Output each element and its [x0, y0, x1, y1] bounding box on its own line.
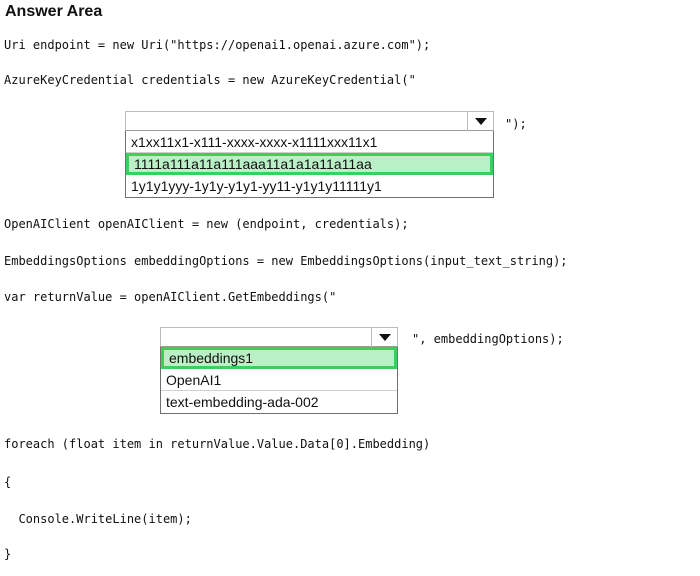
- chevron-down-icon: [378, 333, 391, 341]
- deployment-option-1[interactable]: embeddings1: [161, 347, 397, 369]
- deployment-dropdown-toggle[interactable]: [371, 327, 397, 347]
- code-line-credential: AzureKeyCredential credentials = new Azu…: [4, 73, 416, 87]
- code-line-options: EmbeddingsOptions embeddingOptions = new…: [4, 254, 568, 268]
- code-line-foreach: foreach (float item in returnValue.Value…: [4, 437, 431, 451]
- code-line-writeline: Console.WriteLine(item);: [4, 512, 192, 526]
- deployment-dropdown-options: embeddings1 OpenAI1 text-embedding-ada-0…: [160, 347, 398, 414]
- answer-area-heading: Answer Area: [5, 3, 103, 20]
- key-dropdown-header[interactable]: [125, 111, 494, 131]
- code-line-open-brace: {: [4, 475, 12, 489]
- deployment-dropdown[interactable]: embeddings1 OpenAI1 text-embedding-ada-0…: [160, 327, 398, 414]
- key-dropdown[interactable]: x1xx11x1-x111-xxxx-xxxx-x1111xxx11x1 111…: [125, 111, 494, 198]
- code-line-uri: Uri endpoint = new Uri("https://openai1.…: [4, 38, 431, 52]
- code-line-getembeddings: var returnValue = openAIClient.GetEmbedd…: [4, 290, 337, 304]
- code-line-close-brace: }: [4, 547, 12, 561]
- deployment-option-2[interactable]: OpenAI1: [161, 369, 397, 391]
- key-option-3[interactable]: 1y1y1yyy-1y1y-y1y1-yy11-y1y1y11111y1: [131, 178, 382, 194]
- deployment-dropdown-trailing-text: ", embeddingOptions);: [412, 332, 564, 346]
- key-dropdown-trailing-text: ");: [505, 117, 527, 131]
- key-dropdown-options: x1xx11x1-x111-xxxx-xxxx-x1111xxx11x1 111…: [125, 131, 494, 198]
- deployment-option-3[interactable]: text-embedding-ada-002: [166, 394, 319, 410]
- key-option-1[interactable]: x1xx11x1-x111-xxxx-xxxx-x1111xxx11x1: [126, 131, 493, 153]
- code-line-client: OpenAIClient openAIClient = new (endpoin…: [4, 217, 409, 231]
- chevron-down-icon: [474, 117, 487, 125]
- deployment-dropdown-header[interactable]: [160, 327, 398, 347]
- key-dropdown-toggle[interactable]: [467, 111, 493, 131]
- key-option-2[interactable]: 1111a111a11a111aaa11a1a1a11a11aa: [126, 153, 493, 175]
